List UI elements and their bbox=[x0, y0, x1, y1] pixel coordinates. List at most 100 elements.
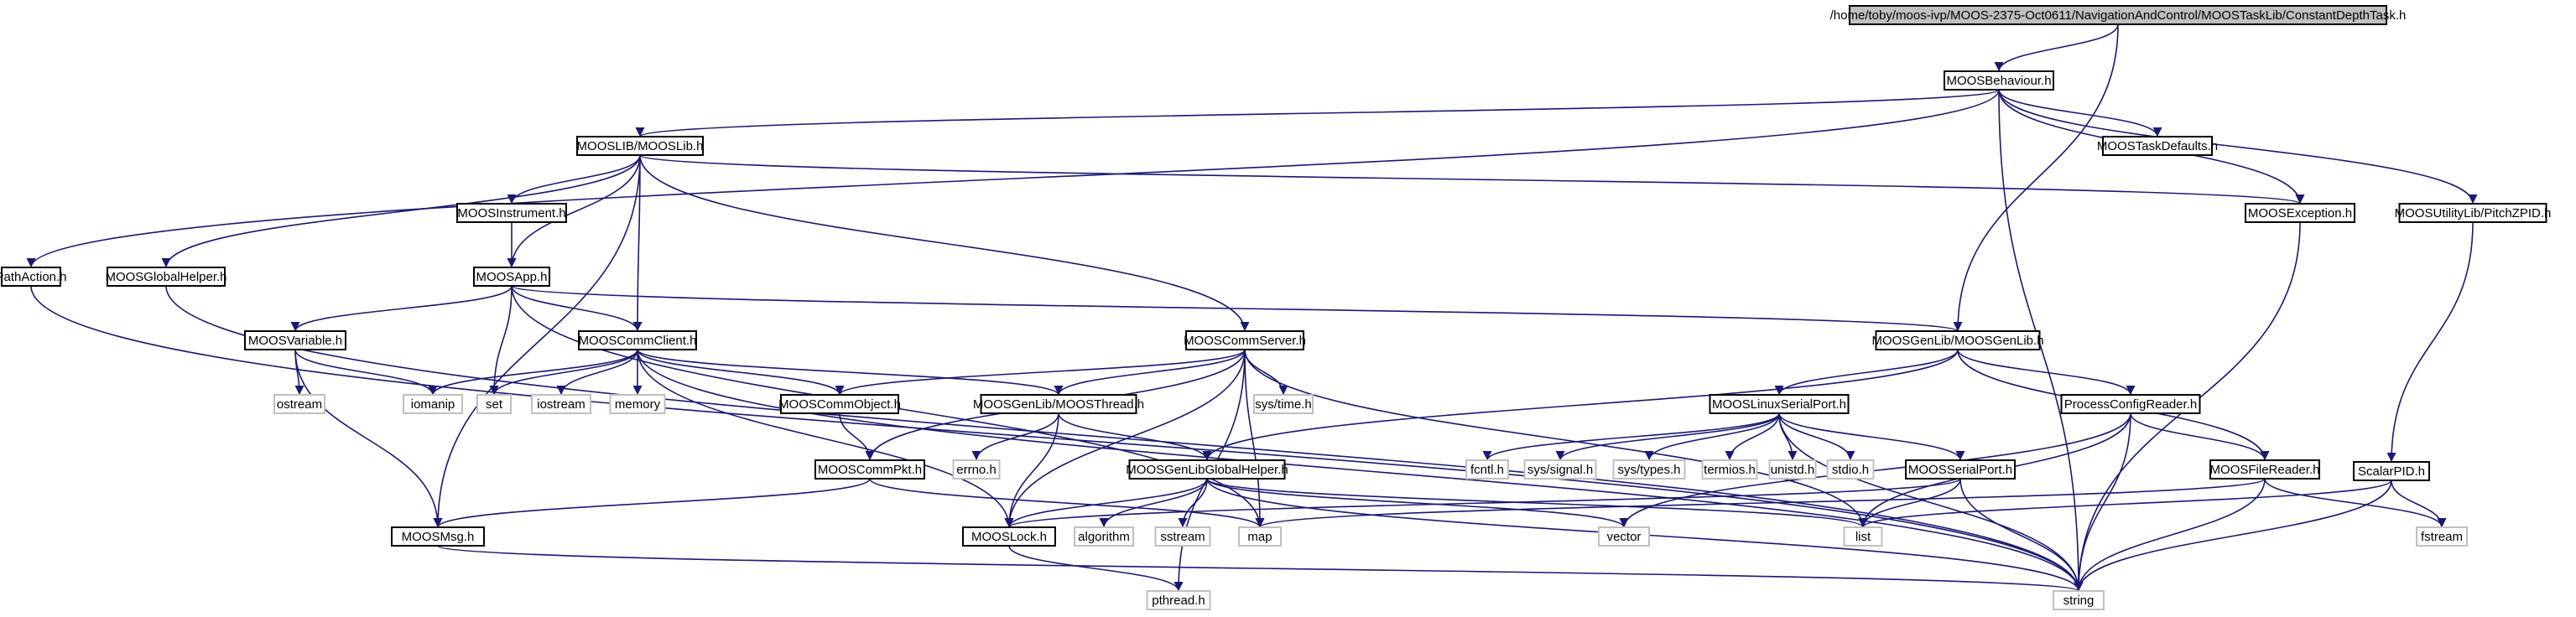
node-mooslib[interactable]: MOOSLIB/MOOSLib.h bbox=[576, 136, 704, 156]
node-label-string: string bbox=[2063, 594, 2095, 608]
node-scalarpid[interactable]: ScalarPID.h bbox=[2353, 461, 2430, 481]
node-behaviour[interactable]: MOOSBehaviour.h bbox=[1944, 70, 2054, 91]
node-list: list bbox=[1843, 526, 1883, 547]
node-box-filereader bbox=[2209, 459, 2320, 480]
edge-variable-to-iomanip bbox=[294, 349, 438, 396]
edge-scalarpid-to-list bbox=[1858, 480, 2392, 528]
edge-linuxserial-to-fcntl bbox=[1482, 412, 1780, 461]
edge-behaviour-to-taskdefaults bbox=[1998, 89, 2162, 137]
node-syssignal: sys/signal.h bbox=[1523, 459, 1597, 480]
node-msg[interactable]: MOOSMsg.h bbox=[391, 526, 485, 547]
node-label-genlib: MOOSGenLib/MOOSGenLib.h bbox=[1871, 334, 2043, 348]
node-label-set: set bbox=[486, 397, 503, 412]
node-memory: memory bbox=[609, 394, 666, 414]
node-box-commobject bbox=[780, 394, 899, 414]
node-lock[interactable]: MOOSLock.h bbox=[962, 526, 1056, 547]
node-label-procconfig: ProcessConfigReader.h bbox=[2064, 397, 2197, 412]
node-iomanip: iomanip bbox=[403, 394, 463, 414]
node-label-scalarpid: ScalarPID.h bbox=[2358, 464, 2425, 479]
node-thread[interactable]: MOOSGenLib/MOOSThread.h bbox=[973, 394, 1144, 414]
edge-thread-to-genlibhelper bbox=[1058, 412, 1212, 461]
node-label-exception: MOOSException.h bbox=[2248, 206, 2352, 220]
edge-app-to-genlib bbox=[511, 285, 1962, 332]
edges bbox=[26, 23, 2478, 592]
node-label-commserver: MOOSCommServer.h bbox=[1184, 334, 1306, 348]
node-instrument[interactable]: MOOSInstrument.h bbox=[456, 203, 567, 223]
edge-genlib-to-linuxserial bbox=[1774, 349, 1959, 396]
node-box-set bbox=[476, 394, 512, 414]
node-variable[interactable]: MOOSVariable.h bbox=[244, 330, 346, 350]
node-commpkt[interactable]: MOOSCommPkt.h bbox=[814, 459, 925, 480]
node-genlibhelper[interactable]: MOOSGenLibGlobalHelper.h bbox=[1126, 459, 1288, 480]
node-label-stdio: stdio.h bbox=[1832, 463, 1869, 477]
node-label-syssignal: sys/signal.h bbox=[1527, 463, 1593, 477]
edge-commclient-to-thread bbox=[637, 349, 1064, 396]
node-pathaction[interactable]: PathAction.h bbox=[0, 267, 67, 287]
node-procconfig[interactable]: ProcessConfigReader.h bbox=[2060, 394, 2201, 414]
node-label-errno: errno.h bbox=[956, 463, 997, 477]
edge-scalarpid-to-string bbox=[2074, 480, 2392, 592]
node-box-string bbox=[2053, 590, 2105, 610]
edge-pitchzpid-to-scalarpid bbox=[2386, 221, 2474, 463]
edge-lock-to-pthread bbox=[1008, 545, 1184, 592]
node-taskdefaults[interactable]: MOOSTaskDefaults.h bbox=[2097, 136, 2218, 156]
node-algorithm: algorithm bbox=[1074, 526, 1134, 547]
edge-commserver-to-systime bbox=[1244, 349, 1288, 396]
edge-mooslib-to-commclient bbox=[632, 154, 643, 332]
node-commobject[interactable]: MOOSCommObject.h bbox=[778, 394, 901, 414]
node-box-syssignal bbox=[1523, 459, 1597, 480]
node-label-mooslib: MOOSLIB/MOOSLib.h bbox=[577, 139, 704, 153]
node-exception[interactable]: MOOSException.h bbox=[2245, 203, 2355, 223]
node-box-instrument bbox=[456, 203, 567, 223]
node-genlib[interactable]: MOOSGenLib/MOOSGenLib.h bbox=[1871, 330, 2044, 350]
node-label-pitchzpid: MOOSUtilityLib/PitchZPID.h bbox=[2395, 206, 2552, 220]
edge-commclient-to-set bbox=[489, 349, 638, 396]
node-filereader[interactable]: MOOSFileReader.h bbox=[2209, 459, 2320, 480]
node-globalhelper[interactable]: MOOSGlobalHelper.h bbox=[105, 267, 227, 287]
node-label-systypes: sys/types.h bbox=[1617, 463, 1680, 477]
edge-behaviour-to-pitchzpid bbox=[1998, 89, 2478, 205]
node-label-linuxserial: MOOSLinuxSerialPort.h bbox=[1712, 397, 1846, 412]
node-serialport[interactable]: MOOSSerialPort.h bbox=[1905, 459, 2016, 480]
node-termios: termios.h bbox=[1701, 459, 1758, 480]
edge-genlibhelper-to-algorithm bbox=[1099, 478, 1208, 528]
node-box-linuxserial bbox=[1709, 394, 1850, 414]
node-box-mooslib bbox=[576, 136, 704, 156]
node-box-iostream bbox=[531, 394, 591, 414]
node-label-app: MOOSApp.h bbox=[476, 270, 547, 284]
node-box-ostream bbox=[273, 394, 325, 414]
edge-mooslib-to-exception bbox=[639, 154, 2304, 205]
edge-genlib-to-procconfig bbox=[1957, 349, 2136, 396]
node-commclient[interactable]: MOOSCommClient.h bbox=[578, 330, 697, 350]
node-box-genlib bbox=[1875, 330, 2041, 350]
edge-commclient-to-commobject bbox=[637, 349, 845, 396]
node-commserver[interactable]: MOOSCommServer.h bbox=[1184, 330, 1306, 350]
node-sstream: sstream bbox=[1154, 526, 1211, 547]
node-set: set bbox=[476, 394, 512, 414]
edge-commclient-to-iomanip bbox=[428, 349, 638, 396]
edge-commclient-to-lock bbox=[637, 349, 1014, 528]
node-box-exception bbox=[2245, 203, 2355, 223]
edge-linuxserial-to-serialport bbox=[1778, 412, 1965, 461]
node-fcntl: fcntl.h bbox=[1465, 459, 1509, 480]
node-box-lock bbox=[962, 526, 1056, 547]
node-pitchzpid[interactable]: MOOSUtilityLib/PitchZPID.h bbox=[2395, 203, 2552, 223]
edge-scalarpid-to-fstream bbox=[2391, 480, 2447, 528]
node-label-thread: MOOSGenLib/MOOSThread.h bbox=[973, 397, 1144, 412]
node-label-commobject: MOOSCommObject.h bbox=[778, 397, 901, 412]
edge-commserver-to-commobject bbox=[835, 349, 1246, 396]
node-label-unistd: unistd.h bbox=[1771, 463, 1815, 477]
node-ostream: ostream bbox=[273, 394, 325, 414]
node-systypes: sys/types.h bbox=[1612, 459, 1686, 480]
node-label-fstream: fstream bbox=[2421, 530, 2463, 544]
node-label-pathaction: PathAction.h bbox=[0, 270, 67, 284]
node-box-systypes bbox=[1612, 459, 1686, 480]
edge-commserver-to-list bbox=[1244, 349, 1868, 528]
node-app[interactable]: MOOSApp.h bbox=[473, 267, 550, 287]
edge-variable-to-msg bbox=[294, 349, 443, 528]
node-root[interactable]: /home/toby/moos-ivp/MOOS-2375-Oct0611/Na… bbox=[1830, 5, 2407, 25]
edge-genlib-to-genlibhelper bbox=[1202, 349, 1959, 461]
node-linuxserial[interactable]: MOOSLinuxSerialPort.h bbox=[1709, 394, 1850, 414]
edge-commpkt-to-map bbox=[869, 478, 1265, 528]
edge-genlibhelper-to-vector bbox=[1206, 478, 1629, 528]
